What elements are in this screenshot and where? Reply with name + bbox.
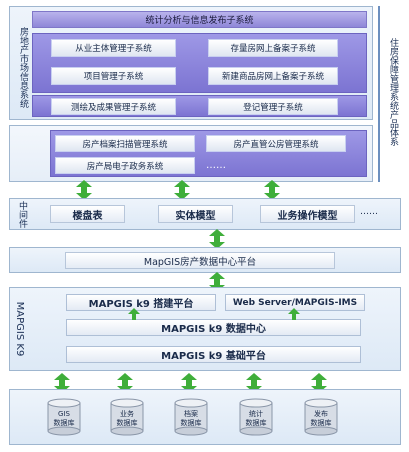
arrow-up-icon [128, 308, 140, 320]
mapgis-k9-layer: MAPGIS K9 MAPGIS k9 搭建平台 Web Server/MAPG… [9, 287, 401, 371]
subsystem-group: 从业主体管理子系统 存量房网上备案子系统 项目管理子系统 新建商品房网上备案子系… [32, 33, 367, 93]
middleware-layer: 中间件 楼盘表 实体模型 业务操作模型 …… [9, 198, 401, 230]
new-house-filing-subsystem: 新建商品房网上备案子系统 [208, 67, 338, 85]
middleware-ellipsis: …… [360, 207, 378, 217]
database-statistics: 统计 数据库 [236, 398, 276, 442]
database-layer: GIS 数据库 业务 数据库 档案 数据库 统计 数据库 [9, 389, 401, 445]
stock-house-filing-subsystem: 存量房网上备案子系统 [208, 39, 338, 57]
data-center-platform-layer: MapGIS房产数据中心平台 [9, 247, 401, 273]
arrow-up-down-icon [76, 180, 92, 200]
practitioner-subsystem: 从业主体管理子系统 [51, 39, 176, 57]
database-icon [47, 398, 81, 436]
registration-subsystem: 登记管理子系统 [208, 98, 338, 115]
k9-base-platform: MAPGIS k9 基础平台 [66, 346, 361, 363]
public-housing-system: 房产直管公房管理系统 [206, 135, 346, 152]
db-label-line2: 数据库 [53, 419, 75, 427]
stats-publish-subsystem: 统计分析与信息发布子系统 [32, 11, 367, 28]
k9-build-platform: MAPGIS k9 搭建平台 [66, 294, 216, 311]
arrow-up-down-icon [246, 373, 262, 393]
database-business: 业务 数据库 [107, 398, 147, 442]
db-label-line2: 数据库 [180, 419, 202, 427]
archive-scan-system: 房产档案扫描管理系统 [55, 135, 195, 152]
database-publish: 发布 数据库 [301, 398, 341, 442]
db-label-line1: 发布 [314, 410, 328, 418]
building-table: 楼盘表 [50, 205, 125, 223]
arrow-up-icon [288, 308, 300, 320]
survey-subsystem: 测绘及成果管理子系统 [51, 98, 176, 115]
business-operation-model: 业务操作模型 [260, 205, 355, 223]
e-government-system: 房产局电子政务系统 [55, 157, 195, 174]
other-systems-layer: 房产档案扫描管理系统 房产直管公房管理系统 房产局电子政务系统 …… [9, 125, 373, 182]
project-mgmt-subsystem: 项目管理子系统 [51, 67, 176, 85]
mapgis-data-center-platform: MapGIS房产数据中心平台 [65, 252, 335, 269]
survey-group: 测绘及成果管理子系统 登记管理子系统 [32, 95, 367, 117]
db-label-line2: 数据库 [116, 419, 138, 427]
market-info-label: 房地产市场信息系统 [18, 27, 28, 108]
other-systems-group: 房产档案扫描管理系统 房产直管公房管理系统 房产局电子政务系统 …… [50, 130, 367, 177]
database-icon [110, 398, 144, 436]
arrow-up-down-icon [174, 180, 190, 200]
other-systems-ellipsis: …… [206, 160, 226, 171]
database-archive: 档案 数据库 [171, 398, 211, 442]
market-info-layer: 房地产市场信息系统 统计分析与信息发布子系统 从业主体管理子系统 存量房网上备案… [9, 6, 373, 120]
arrow-up-down-icon [181, 373, 197, 393]
db-label-line1: GIS [58, 410, 70, 418]
db-label-line2: 数据库 [310, 419, 332, 427]
entity-model: 实体模型 [158, 205, 233, 223]
database-gis: GIS 数据库 [44, 398, 84, 442]
database-icon [174, 398, 208, 436]
db-label-line1: 档案 [184, 410, 198, 418]
k9-side-label: MAPGIS K9 [14, 301, 25, 357]
arrow-up-down-icon [117, 373, 133, 393]
db-label-line1: 业务 [120, 410, 134, 418]
right-divider [378, 6, 380, 182]
housing-security-label: 住房保障管理系统产品体系 [388, 38, 398, 146]
arrow-up-down-icon [54, 373, 70, 393]
db-label-line2: 数据库 [245, 419, 267, 427]
middleware-label: 中间件 [17, 201, 27, 228]
database-icon [304, 398, 338, 436]
k9-data-center: MAPGIS k9 数据中心 [66, 319, 361, 336]
db-label-line1: 统计 [249, 410, 263, 418]
arrow-up-down-icon [264, 180, 280, 200]
arrow-up-down-icon [209, 229, 225, 249]
database-icon [239, 398, 273, 436]
arrow-up-down-icon [311, 373, 327, 393]
